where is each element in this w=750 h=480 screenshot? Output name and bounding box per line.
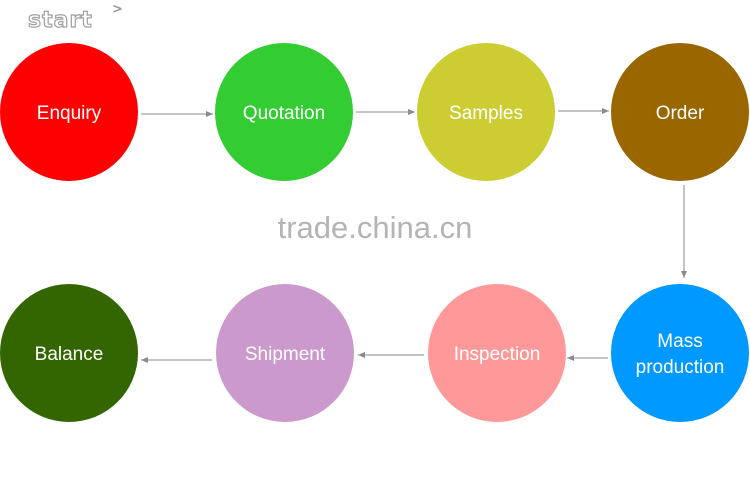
step-label-order: Order: [656, 103, 705, 124]
step-inspection: Inspection: [428, 284, 566, 422]
step-circle-mass-production: [611, 284, 749, 422]
step-label-quotation: Quotation: [243, 103, 325, 124]
step-label-shipment: Shipment: [245, 344, 326, 365]
step-circle-order: [611, 43, 749, 181]
step-circle-samples: [417, 43, 555, 181]
step-circle-shipment: [216, 284, 354, 422]
step-circle-quotation: [215, 43, 353, 181]
start-logo: start >: [27, 2, 123, 34]
watermark: trade.china.cn: [277, 210, 473, 245]
start-logo-text: start: [27, 7, 93, 33]
step-quotation: Quotation: [215, 43, 353, 181]
step-samples: Samples: [417, 43, 555, 181]
step-balance: Balance: [0, 284, 138, 422]
step-shipment: Shipment: [216, 284, 354, 422]
step-order: Order: [611, 43, 749, 181]
start-logo-chevron-icon: >: [112, 2, 124, 17]
step-label-enquiry: Enquiry: [37, 103, 102, 124]
step-circle-inspection: [428, 284, 566, 422]
step-enquiry: Enquiry: [0, 43, 138, 181]
step-label-samples: Samples: [449, 103, 523, 124]
step-label-inspection: Inspection: [454, 344, 541, 365]
step-label-balance: Balance: [35, 344, 104, 365]
step-circle-balance: [0, 284, 138, 422]
connectors: [141, 108, 687, 363]
step-circle-enquiry: [0, 43, 138, 181]
